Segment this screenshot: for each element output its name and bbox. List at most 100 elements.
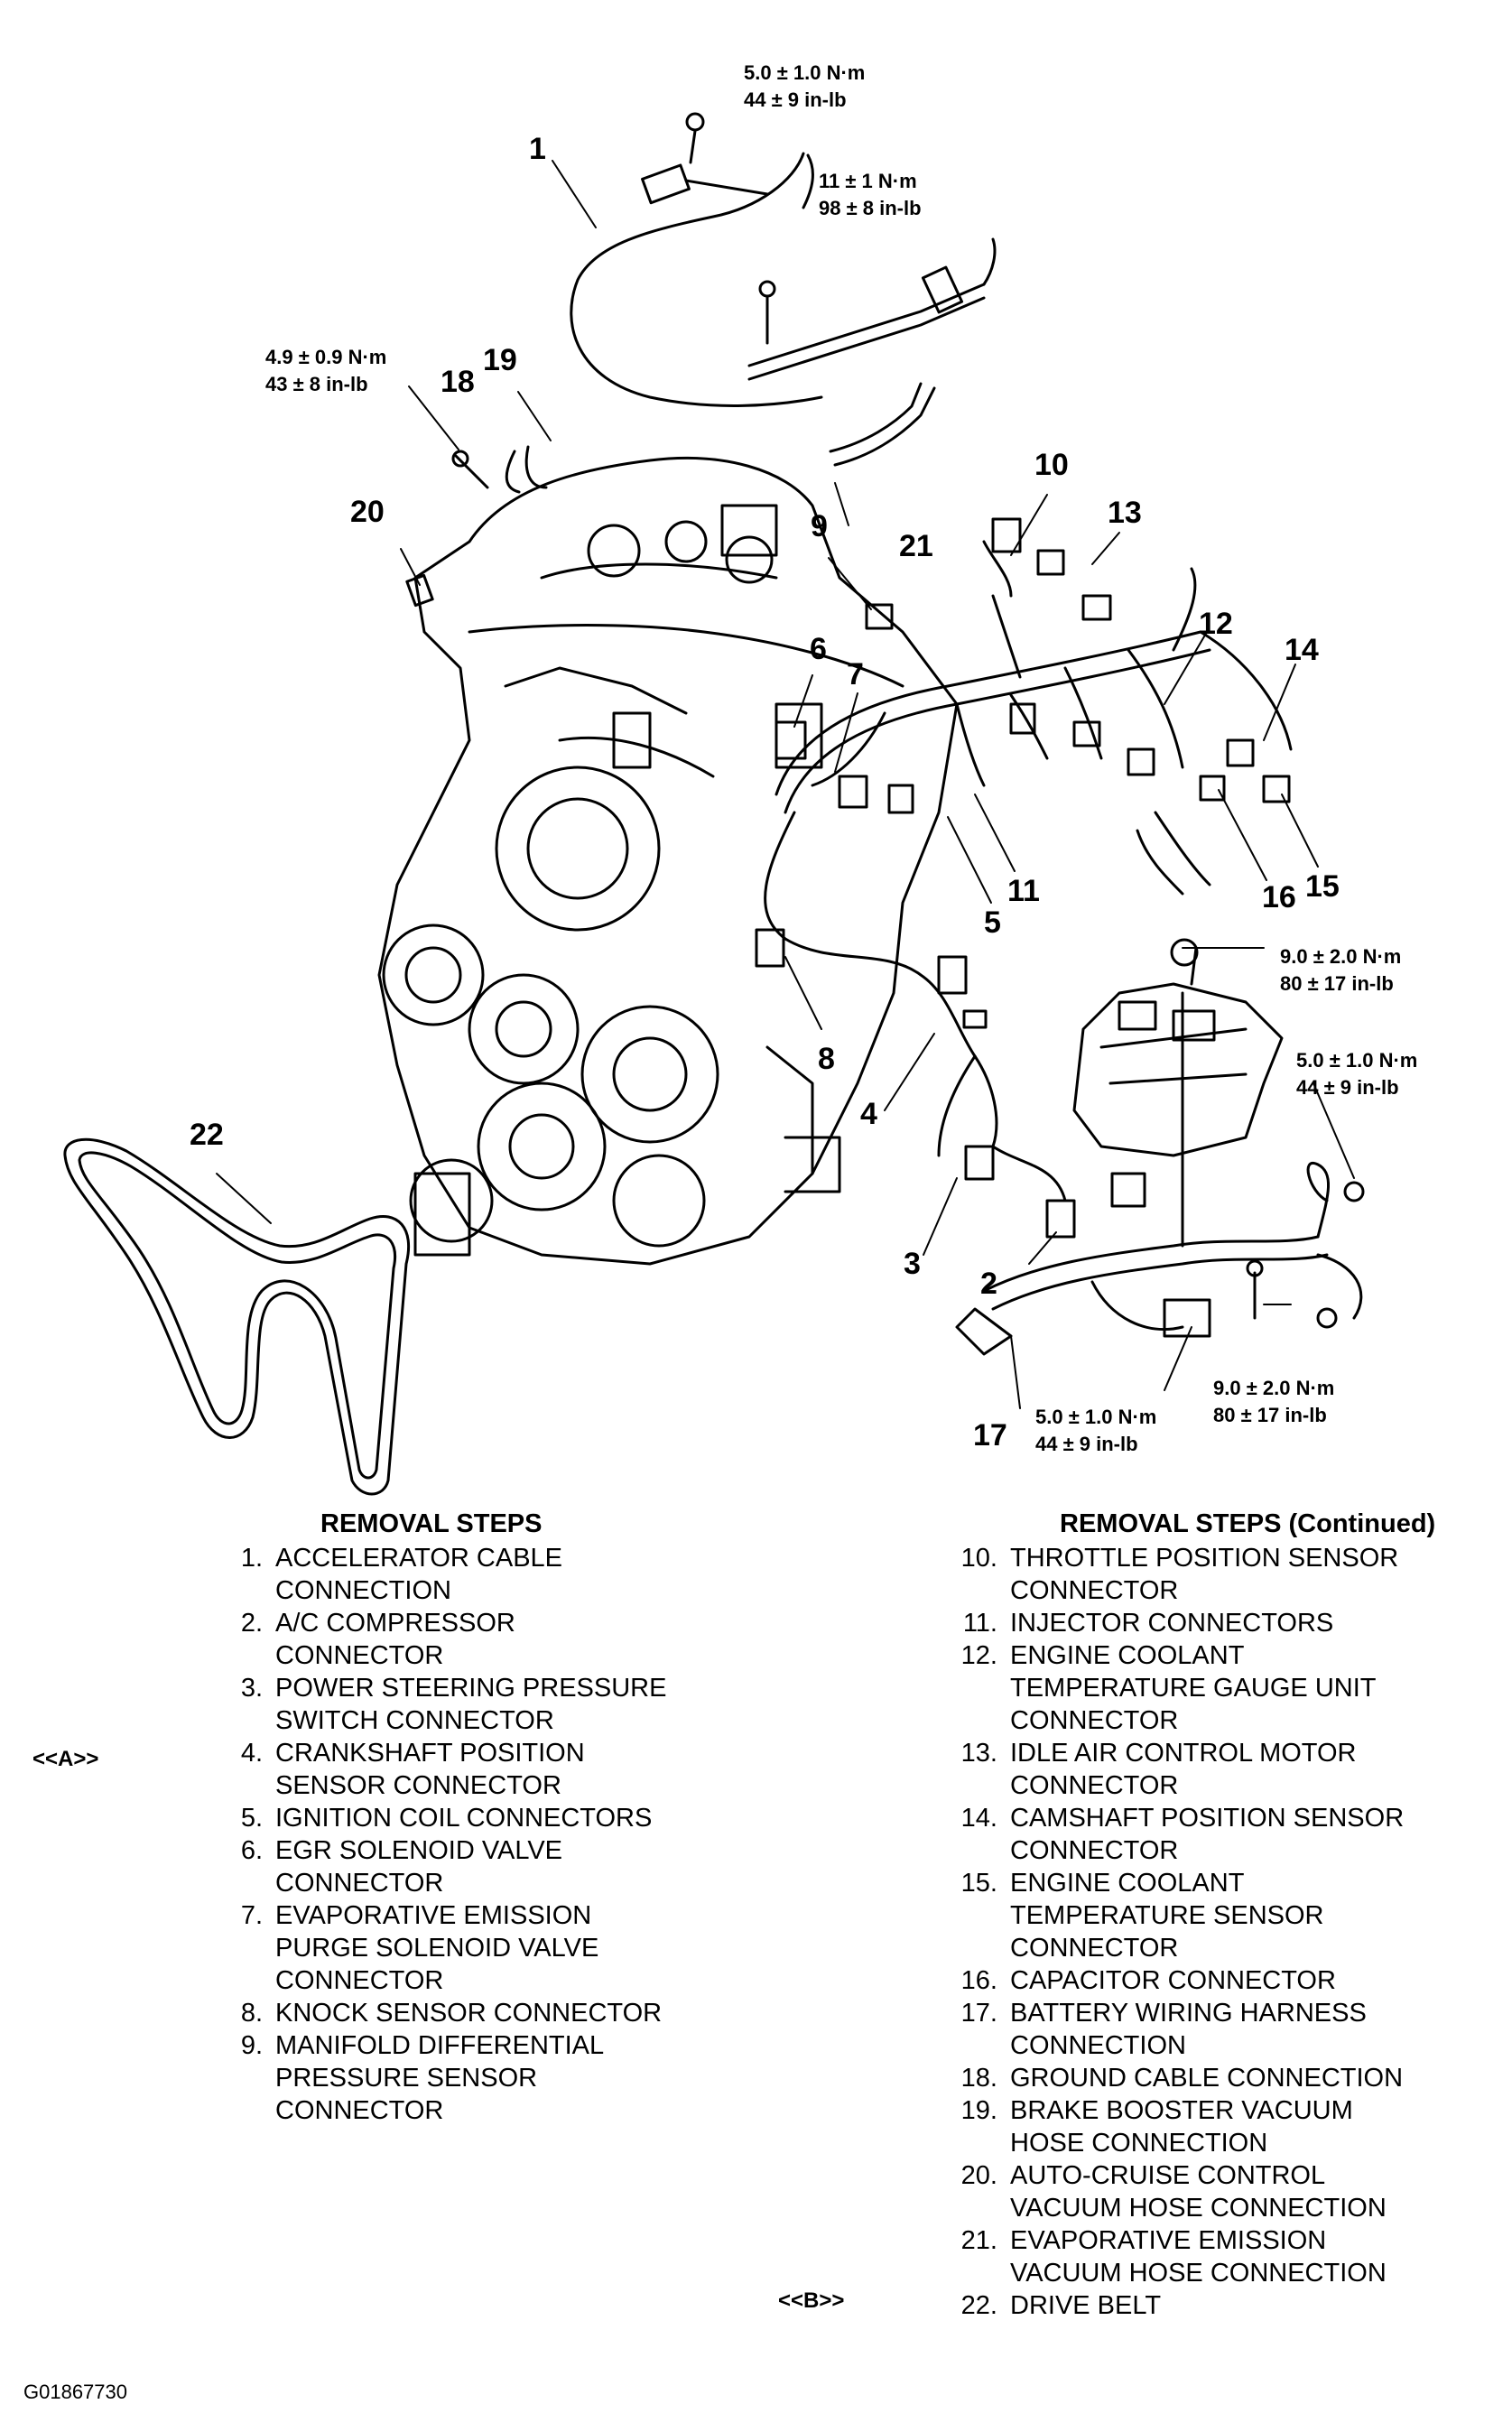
removal-step-item: 11.INJECTOR CONNECTORS (934, 1607, 1503, 1639)
callout-leaders (216, 160, 1355, 1409)
step-text: AUTO-CRUISE CONTROL VACUUM HOSE CONNECTI… (1010, 2161, 1387, 2223)
step-number: 16. (960, 1966, 997, 1995)
callout-7: 7 (847, 657, 864, 692)
step-number: 22. (960, 2291, 997, 2320)
wiring-harness-illustration (755, 517, 1293, 1239)
drive-belt-illustration (63, 1137, 411, 1496)
step-text: EVAPORATIVE EMISSION VACUUM HOSE CONNECT… (1010, 2226, 1387, 2288)
step-text: MANIFOLD DIFFERENTIAL PRESSURE SENSOR CO… (275, 2031, 605, 2125)
step-text: CRANKSHAFT POSITION SENSOR CONNECTOR (275, 1739, 585, 1800)
callout-9: 9 (811, 509, 828, 543)
removal-step-item: 10. THROTTLE POSITION SENSOR CONNECTOR (934, 1542, 1503, 1607)
removal-step-item: 4. CRANKSHAFT POSITION SENSOR CONNECTOR (199, 1737, 750, 1802)
step-number: 13. (960, 1739, 997, 1768)
steps-title: REMOVAL STEPS (320, 1509, 543, 1538)
step-number: 7. (240, 1901, 263, 1930)
callout-8: 8 (818, 1042, 835, 1076)
step-number: 15. (960, 1869, 997, 1898)
removal-step-item: 19. BRAKE BOOSTER VACUUM HOSE CONNECTION (934, 2094, 1503, 2159)
callout-21: 21 (899, 529, 933, 563)
callout-10: 10 (1034, 448, 1069, 482)
torque-label-ground-cable: 4.9 ± 0.9 N·m 43 ± 8 in-lb (265, 344, 386, 398)
torque-metric: 9.0 ± 2.0 N·m (1213, 1377, 1335, 1399)
torque-label-relay-box-ground: 5.0 ± 1.0 N·m 44 ± 9 in-lb (1296, 1047, 1417, 1101)
step-text: THROTTLE POSITION SENSOR CONNECTOR (1010, 1544, 1399, 1605)
removal-step-item: 22. DRIVE BELT (934, 2289, 1503, 2322)
torque-metric: 9.0 ± 2.0 N·m (1280, 945, 1402, 968)
torque-metric: 11 ± 1 N·m (819, 170, 917, 192)
step-text: KNOCK SENSOR CONNECTOR (275, 1999, 663, 2028)
torque-imperial: 80 ± 17 in-lb (1280, 972, 1394, 995)
step-number: 6. (240, 1836, 263, 1865)
torque-label-accelerator-bracket: 5.0 ± 1.0 N·m 44 ± 9 in-lb (744, 60, 865, 114)
removal-step-item: 17.BATTERY WIRING HARNESS CONNECTION (934, 1997, 1503, 2062)
torque-metric: 4.9 ± 0.9 N·m (265, 346, 387, 368)
removal-step-item: 2. A/C COMPRESSOR CONNECTOR (199, 1607, 750, 1672)
callout-16: 16 (1262, 880, 1296, 914)
step-text: IGNITION COIL CONNECTORS (275, 1804, 653, 1833)
step-text: GROUND CABLE CONNECTION (1010, 2064, 1404, 2093)
removal-step-item: 12.ENGINE COOLANT TEMPERATURE GAUGE UNIT… (934, 1639, 1503, 1737)
step-number: 5. (240, 1804, 263, 1833)
step-number: 18. (960, 2064, 997, 2093)
step-number: 9. (240, 2031, 263, 2060)
step-number: 20. (960, 2161, 997, 2190)
removal-steps-right: REMOVAL STEPS (Continued) 10.THROTTLE PO… (934, 1508, 1503, 2322)
callout-15: 15 (1305, 869, 1340, 904)
step-text: CAPACITOR CONNECTOR (1010, 1966, 1336, 1995)
step-number: 10. (960, 1544, 997, 1573)
torque-metric: 5.0 ± 1.0 N·m (1035, 1406, 1157, 1428)
torque-label-harness-bolt: 9.0 ± 2.0 N·m 80 ± 17 in-lb (1213, 1375, 1334, 1429)
step-text: EGR SOLENOID VALVE CONNECTOR (275, 1836, 563, 1898)
callout-1: 1 (529, 132, 546, 166)
relay-box-illustration (955, 938, 1365, 1356)
callout-5: 5 (984, 905, 1001, 940)
callout-6: 6 (810, 632, 827, 666)
step-text: BRAKE BOOSTER VACUUM HOSE CONNECTION (1010, 2096, 1353, 2158)
step-text: DRIVE BELT (1010, 2291, 1162, 2320)
vacuum-hoses-illustration (405, 382, 936, 608)
callout-19: 19 (483, 343, 517, 377)
reference-a: <<A>> (32, 1747, 99, 1771)
step-number: 21. (960, 2226, 997, 2255)
step-number: 8. (240, 1999, 263, 2028)
step-number: 12. (960, 1641, 997, 1670)
callout-17: 17 (973, 1418, 1007, 1453)
callout-12: 12 (1199, 607, 1233, 641)
step-number: 2. (240, 1609, 263, 1638)
step-text: A/C COMPRESSOR CONNECTOR (275, 1609, 515, 1670)
callout-13: 13 (1108, 496, 1142, 530)
step-number: 11. (962, 1609, 997, 1638)
removal-steps-left: REMOVAL STEPS 1.ACCELERATOR CABLE CONNEC… (199, 1508, 750, 2127)
step-number: 3. (240, 1674, 263, 1703)
step-text: ACCELERATOR CABLE CONNECTION (275, 1544, 563, 1605)
step-text: IDLE AIR CONTROL MOTOR CONNECTOR (1010, 1739, 1357, 1800)
callout-18: 18 (441, 365, 475, 399)
torque-label-cable-bracket: 11 ± 1 N·m 98 ± 8 in-lb (819, 168, 922, 222)
removal-step-item: 9. MANIFOLD DIFFERENTIAL PRESSURE SENSOR … (199, 2029, 750, 2127)
torque-imperial: 44 ± 9 in-lb (744, 88, 847, 111)
step-number: 14. (960, 1804, 997, 1833)
step-number: 4. (240, 1739, 263, 1768)
torque-metric: 5.0 ± 1.0 N·m (744, 61, 866, 84)
callout-3: 3 (904, 1247, 921, 1281)
accelerator-cable-illustration (570, 112, 997, 407)
figure-id: G01867730 (23, 2381, 127, 2403)
torque-metric: 5.0 ± 1.0 N·m (1296, 1049, 1418, 1072)
removal-step-item: 1.ACCELERATOR CABLE CONNECTION (199, 1542, 750, 1607)
removal-step-item: 7.EVAPORATIVE EMISSION PURGE SOLENOID VA… (199, 1899, 750, 1997)
removal-step-item: 14. CAMSHAFT POSITION SENSOR CONNECTOR (934, 1802, 1503, 1867)
removal-step-item: 5. IGNITION COIL CONNECTORS (199, 1802, 750, 1834)
step-number: 17. (960, 1999, 997, 2028)
removal-step-item: 20. AUTO-CRUISE CONTROL VACUUM HOSE CONNE… (934, 2159, 1503, 2224)
step-number: 19. (960, 2096, 997, 2125)
removal-step-item: 21. EVAPORATIVE EMISSION VACUUM HOSE CONN… (934, 2224, 1503, 2289)
removal-step-item: 13. IDLE AIR CONTROL MOTOR CONNECTOR (934, 1737, 1503, 1802)
step-text: CAMSHAFT POSITION SENSOR CONNECTOR (1010, 1804, 1405, 1865)
removal-step-item: 16. CAPACITOR CONNECTOR (934, 1964, 1503, 1997)
torque-imperial: 44 ± 9 in-lb (1035, 1433, 1138, 1455)
torque-imperial: 98 ± 8 in-lb (819, 197, 922, 219)
removal-step-item: 18. GROUND CABLE CONNECTION (934, 2062, 1503, 2094)
torque-imperial: 80 ± 17 in-lb (1213, 1404, 1327, 1426)
